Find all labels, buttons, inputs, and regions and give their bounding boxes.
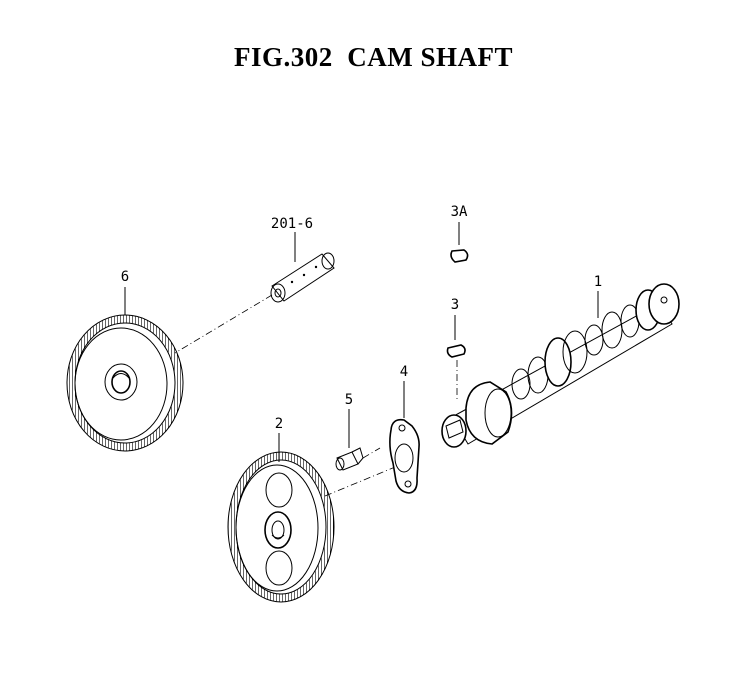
key-3 (446, 344, 466, 358)
leader-lines (124, 222, 599, 462)
callout-3: 3 (451, 297, 459, 313)
axis-line-cam (324, 464, 401, 497)
callout-3a: 3A (451, 204, 468, 220)
cam-gear (227, 451, 335, 603)
callout-1: 1 (594, 274, 602, 290)
callout-6: 6 (121, 269, 129, 285)
callout-2: 2 (275, 416, 283, 432)
key-3a (450, 249, 469, 263)
bolt (335, 447, 381, 471)
callout-5: 5 (345, 392, 353, 408)
thrust-plate (389, 418, 420, 494)
cam-shaft (441, 283, 680, 448)
idle-gear (66, 314, 184, 452)
axis-line-idle (174, 294, 273, 354)
callout-4: 4 (400, 364, 408, 380)
callout-201-6: 201-6 (271, 216, 313, 232)
figure-title: FIG.302 CAM SHAFT (234, 42, 513, 72)
idle-gear-shaft (270, 252, 335, 303)
